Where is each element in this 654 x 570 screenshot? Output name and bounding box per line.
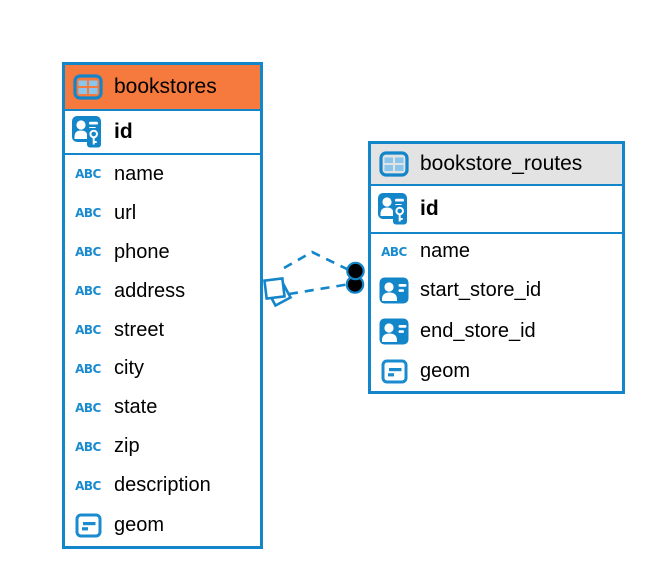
geometry-type-icon xyxy=(69,513,107,538)
column-label: url xyxy=(114,201,137,224)
text-type-icon: ABC xyxy=(75,400,101,415)
column-label: geom xyxy=(420,360,471,383)
column-row-pk[interactable]: id xyxy=(371,186,622,234)
column-label: geom xyxy=(114,514,165,537)
relationship-line-upper[interactable] xyxy=(283,250,352,273)
column-label: name xyxy=(420,240,471,263)
table-name: bookstores xyxy=(114,74,217,98)
column-list: ABC name start_store_id xyxy=(371,234,622,392)
text-type-icon: ABC xyxy=(75,323,101,338)
text-type-icon: ABC xyxy=(75,167,101,182)
column-list: ABC name ABC url ABC phone ABC address A… xyxy=(65,155,260,546)
relationship-diamond-endpoint[interactable] xyxy=(263,277,293,308)
column-label: id xyxy=(420,196,439,220)
geometry-type-icon xyxy=(375,359,413,384)
column-row[interactable]: ABC description xyxy=(65,466,260,505)
column-label: street xyxy=(114,318,165,341)
column-row[interactable]: ABC phone xyxy=(65,233,260,272)
table-header-bookstore-routes[interactable]: bookstore_routes xyxy=(371,144,622,186)
column-row[interactable]: end_store_id xyxy=(371,311,622,352)
text-type-icon: ABC xyxy=(75,245,101,260)
column-row[interactable]: ABC name xyxy=(65,155,260,194)
table-name: bookstore_routes xyxy=(420,152,583,175)
column-label: id xyxy=(114,119,133,143)
text-type-icon: ABC xyxy=(75,206,101,221)
text-type-icon: ABC xyxy=(75,478,101,493)
column-row[interactable]: ABC url xyxy=(65,194,260,233)
foreign-key-reference-icon xyxy=(375,277,413,304)
column-row[interactable]: ABC address xyxy=(65,272,260,311)
column-label: description xyxy=(114,474,211,497)
table-icon xyxy=(375,151,413,177)
text-type-icon: ABC xyxy=(75,439,101,454)
column-row[interactable]: ABC state xyxy=(65,388,260,427)
relationship-dot-endpoints[interactable] xyxy=(345,261,365,294)
column-row[interactable]: ABC zip xyxy=(65,427,260,466)
table-icon xyxy=(69,74,107,100)
column-label: address xyxy=(114,279,186,302)
column-label: city xyxy=(114,357,144,380)
text-type-icon: ABC xyxy=(75,361,101,376)
column-label: start_store_id xyxy=(420,279,542,302)
column-label: state xyxy=(114,396,158,419)
column-label: name xyxy=(114,162,165,185)
column-row[interactable]: ABC city xyxy=(65,350,260,389)
table-node-bookstores[interactable]: bookstores id ABC xyxy=(62,62,263,549)
column-row[interactable]: start_store_id xyxy=(371,270,622,311)
foreign-key-reference-icon xyxy=(375,318,413,345)
column-label: phone xyxy=(114,240,170,263)
column-row[interactable]: ABC name xyxy=(371,234,622,271)
column-row[interactable]: geom xyxy=(371,352,622,391)
column-row[interactable]: ABC street xyxy=(65,311,260,350)
text-type-icon: ABC xyxy=(75,284,101,299)
table-header-bookstores[interactable]: bookstores xyxy=(65,65,260,111)
column-label: end_store_id xyxy=(420,320,536,343)
text-type-icon: ABC xyxy=(381,244,407,259)
primary-key-icon xyxy=(69,115,107,148)
column-row-pk[interactable]: id xyxy=(65,110,260,155)
column-label: zip xyxy=(114,435,140,458)
primary-key-icon xyxy=(375,192,413,225)
table-node-bookstore-routes[interactable]: bookstore_routes id ABC xyxy=(368,141,625,394)
relationship-line-lower[interactable] xyxy=(288,282,351,296)
column-row[interactable]: geom xyxy=(65,505,260,546)
